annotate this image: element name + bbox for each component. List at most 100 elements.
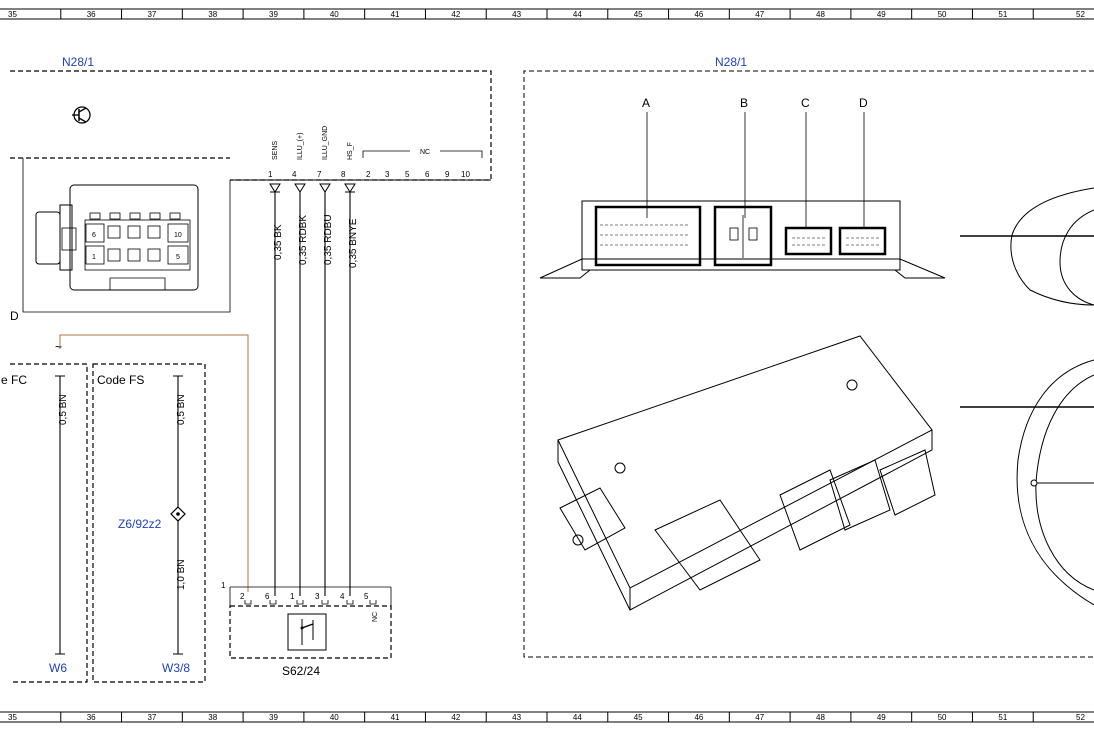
ruler-column-38: 38 — [208, 713, 217, 722]
ruler-column-45: 45 — [634, 10, 643, 19]
switch-pins: 2 6 1 3 4 5 — [240, 592, 369, 601]
ground-w6: W6 — [49, 661, 67, 675]
ruler-column-37: 37 — [147, 713, 156, 722]
ruler-column-52: 52 — [1076, 713, 1085, 722]
switch-tabs — [244, 600, 377, 605]
switch-label: S62/24 — [282, 664, 320, 678]
brown-wire — [59, 334, 249, 592]
nc-bracket: NC — [362, 149, 483, 158]
ruler-column-36: 36 — [87, 713, 96, 722]
switch-pin-2: 2 — [240, 592, 245, 601]
ruler-column-44: 44 — [573, 713, 582, 722]
connector-tag-d: D — [10, 309, 19, 323]
ruler-column-39: 39 — [269, 10, 278, 19]
ruler-column-44: 44 — [573, 10, 582, 19]
module-isometric-view — [557, 335, 936, 611]
ruler-column-35: 35 — [8, 713, 17, 722]
pin-10: 10 — [461, 170, 470, 179]
switch-pin-5: 5 — [364, 592, 369, 601]
ruler-column-50: 50 — [938, 10, 947, 19]
vehicle-view-bottom — [960, 359, 1094, 606]
wires — [274, 192, 351, 596]
wire-label-bk: 0,35 BK — [273, 224, 284, 260]
signal-sens: SENS — [272, 141, 279, 160]
ruler-column-42: 42 — [451, 10, 460, 19]
right-panel: N28/1 A B C D — [523, 55, 1094, 658]
switch-pin-1: 1 — [290, 592, 295, 601]
n28-1-boundary — [10, 70, 492, 181]
left-panel: N28/1 SENS ILLU_(+) ILLU_GND HS_F NC 1 4… — [1, 55, 492, 683]
ruler-column-39: 39 — [269, 713, 278, 722]
pin-3: 3 — [385, 170, 390, 179]
switch-corner-label: 1 — [221, 581, 226, 590]
tilde-symbol: ~ — [55, 340, 62, 354]
ruler-column-47: 47 — [755, 10, 764, 19]
ruler-column-41: 41 — [391, 713, 400, 722]
ruler-column-50: 50 — [938, 713, 947, 722]
switch-pin-4: 4 — [340, 592, 345, 601]
ruler-column-46: 46 — [694, 10, 703, 19]
ruler-column-43: 43 — [512, 10, 521, 19]
fs-wire-label-top: 0,5 BN — [176, 394, 187, 425]
ruler-column-45: 45 — [634, 713, 643, 722]
transistor-icon — [72, 106, 91, 124]
ruler-column-40: 40 — [330, 10, 339, 19]
ground-w3-8: W3/8 — [162, 661, 190, 675]
vehicle-view-top — [960, 187, 1094, 306]
ruler-column-43: 43 — [512, 713, 521, 722]
wire-label-rdbk: 0,35 RDBK — [298, 215, 309, 265]
pin-7: 7 — [317, 170, 322, 179]
n28-1-label-left: N28/1 — [62, 55, 94, 69]
connector-pin-1: 1 — [92, 254, 96, 261]
ruler-column-46: 46 — [694, 713, 703, 722]
connector-arrows — [269, 183, 356, 193]
pin-2: 2 — [366, 170, 371, 179]
pin-4: 4 — [292, 170, 297, 179]
switch-nc: NC — [372, 612, 379, 622]
ruler-column-51: 51 — [998, 10, 1007, 19]
connector-label-a: A — [642, 96, 650, 110]
connector-drawing: 6 10 1 5 — [22, 158, 231, 313]
ruler-column-48: 48 — [816, 10, 825, 19]
ruler-column-38: 38 — [208, 10, 217, 19]
splice-label: Z6/92z2 — [118, 517, 162, 531]
switch-pin-6: 6 — [265, 592, 270, 601]
connector-label-c: C — [801, 96, 810, 110]
pin-6: 6 — [425, 170, 430, 179]
connector-pin-10: 10 — [174, 232, 182, 239]
right-boundary — [523, 70, 1094, 658]
ruler-column-52: 52 — [1076, 10, 1085, 19]
pin-8: 8 — [341, 170, 346, 179]
module-front-view — [539, 200, 946, 279]
connector-pin-5: 5 — [176, 254, 180, 261]
signal-illu-plus: ILLU_(+) — [297, 133, 304, 160]
signal-illu-gnd: ILLU_GND — [322, 126, 329, 160]
ruler-column-42: 42 — [451, 713, 460, 722]
ruler-column-36: 36 — [87, 10, 96, 19]
n28-1-label-right: N28/1 — [715, 55, 747, 69]
code-fs-box — [92, 363, 206, 683]
pin-row: 1 4 7 8 2 3 5 6 9 10 — [268, 170, 470, 179]
ruler-column-47: 47 — [755, 713, 764, 722]
code-fc-box — [10, 363, 88, 683]
switch-box — [229, 605, 392, 659]
ruler-column-51: 51 — [998, 713, 1007, 722]
ruler-column-40: 40 — [330, 713, 339, 722]
ruler-column-49: 49 — [877, 713, 886, 722]
ruler-column-48: 48 — [816, 713, 825, 722]
w6-wire-label: 0,5 BN — [58, 394, 69, 425]
wire-label-bnye: 0,35 BNYE — [348, 218, 359, 268]
pin-5: 5 — [405, 170, 410, 179]
connector-label-d: D — [859, 96, 868, 110]
pin-9: 9 — [445, 170, 450, 179]
ruler-column-37: 37 — [147, 10, 156, 19]
fs-wire-label-bottom: 1,0 BN — [176, 559, 187, 590]
signal-hs-f: HS_F — [347, 142, 354, 160]
nc-label: NC — [420, 149, 430, 156]
code-fs-label: Code FS — [97, 373, 144, 387]
connector-pin-6: 6 — [92, 232, 96, 239]
pin-1: 1 — [268, 170, 273, 179]
ruler-column-41: 41 — [391, 10, 400, 19]
